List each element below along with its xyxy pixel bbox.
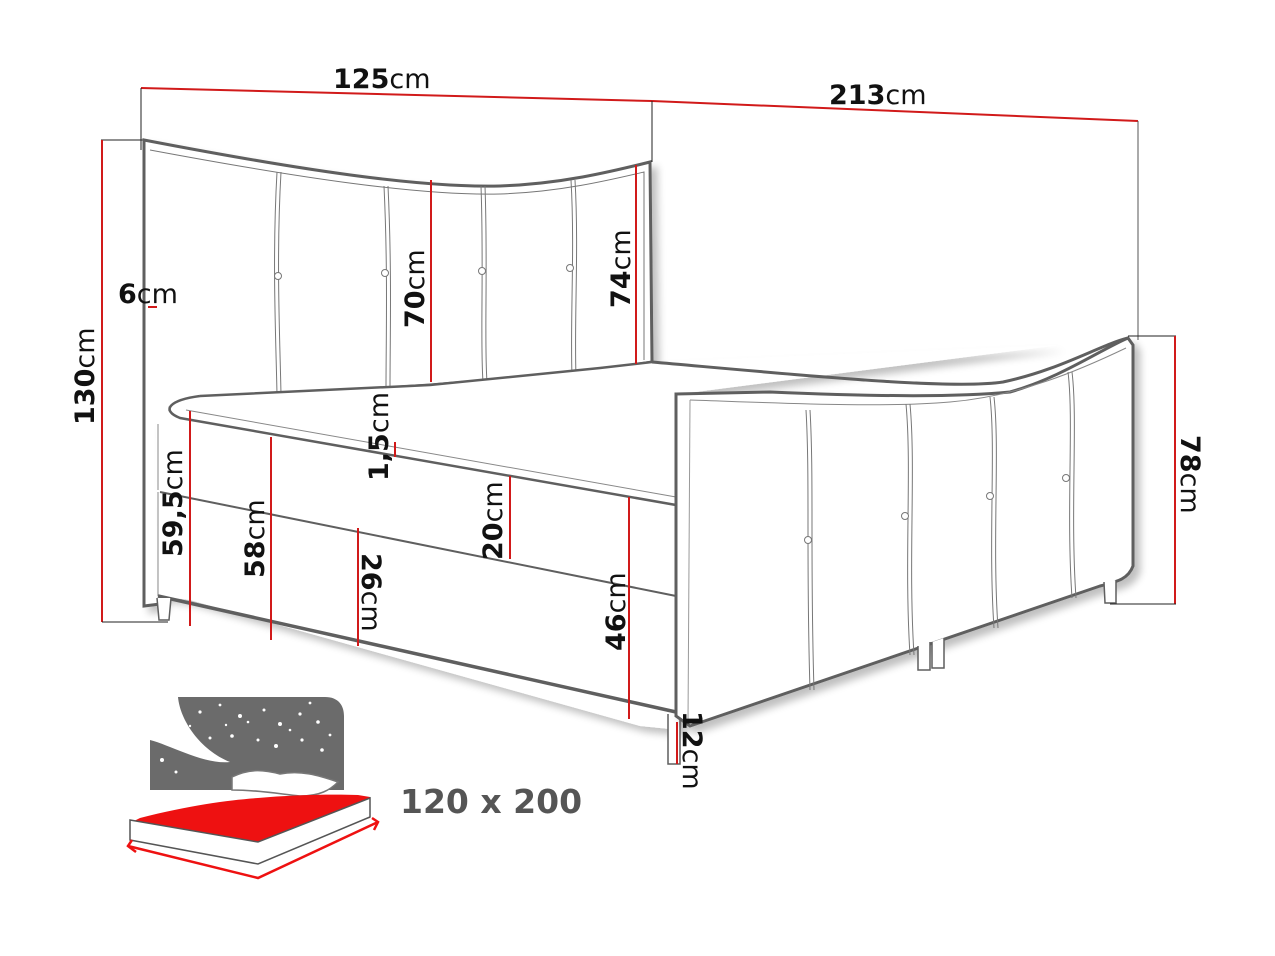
value: 6 — [118, 279, 137, 310]
unit: cm — [355, 590, 386, 632]
value: 1,5 — [364, 433, 395, 481]
mattress-size-icon — [126, 697, 380, 880]
bed-body-lines — [157, 360, 677, 714]
label-mattress-height: 20cm — [478, 481, 509, 560]
value: 12 — [676, 711, 707, 749]
headboard-height-dimension — [101, 139, 168, 623]
value: 74 — [606, 270, 637, 308]
unit: cm — [389, 64, 431, 95]
label-topper-thickness: 1,5cm — [364, 392, 395, 481]
mattress-size-label: 120 x 200 — [400, 782, 583, 821]
label-total-length: 213cm — [829, 82, 927, 109]
label-total-width: 125cm — [333, 66, 431, 93]
unit: cm — [70, 327, 101, 369]
label-panel-side: 74cm — [606, 229, 637, 308]
unit: cm — [364, 392, 395, 434]
footboard-top-edge — [651, 336, 1129, 723]
label-frame-height: 46cm — [601, 572, 632, 651]
value: 70 — [400, 290, 431, 328]
leg-back-left — [156, 597, 172, 621]
value: 130 — [70, 368, 101, 425]
footboard — [674, 336, 1135, 728]
top-dimension-lines — [140, 87, 1139, 340]
unit: cm — [158, 449, 189, 491]
unit: cm — [136, 279, 178, 310]
value: 125 — [333, 64, 390, 95]
value: 26 — [355, 553, 386, 591]
footboard-height-dimension — [1110, 335, 1176, 605]
unit: cm — [1174, 472, 1205, 514]
stars-icon — [160, 701, 332, 774]
value: 46 — [601, 613, 632, 651]
label-headboard-thickness: 6cm — [118, 281, 178, 308]
unit: cm — [478, 481, 509, 523]
unit: cm — [885, 80, 927, 111]
label-headboard-height: 130cm — [70, 327, 101, 425]
bed-body — [156, 345, 1060, 730]
value: 59,5 — [158, 490, 189, 557]
label-total-mattress-height: 59,5cm — [158, 449, 189, 557]
leg-front-right-a — [917, 642, 931, 671]
headboard-inner — [149, 149, 645, 396]
leg-back-right — [1103, 580, 1117, 604]
leg-front-right-b — [931, 638, 945, 669]
label-footboard-height: 78cm — [1174, 435, 1205, 514]
label-leg-height: 12cm — [676, 711, 707, 790]
value: 20 — [478, 522, 509, 560]
label-base-height: 26cm — [355, 553, 386, 632]
headboard — [142, 138, 654, 608]
unit: cm — [601, 572, 632, 614]
value: 58 — [240, 540, 271, 578]
unit: cm — [606, 229, 637, 271]
value: 213 — [829, 80, 886, 111]
footboard-tufting — [804, 371, 1077, 691]
internal-dimension-lines — [148, 165, 678, 764]
unit: cm — [240, 499, 271, 541]
unit: cm — [676, 748, 707, 790]
label-panel-center: 70cm — [400, 249, 431, 328]
unit: cm — [400, 249, 431, 291]
value: 78 — [1174, 435, 1205, 473]
label-sleeping-height: 58cm — [240, 499, 271, 578]
